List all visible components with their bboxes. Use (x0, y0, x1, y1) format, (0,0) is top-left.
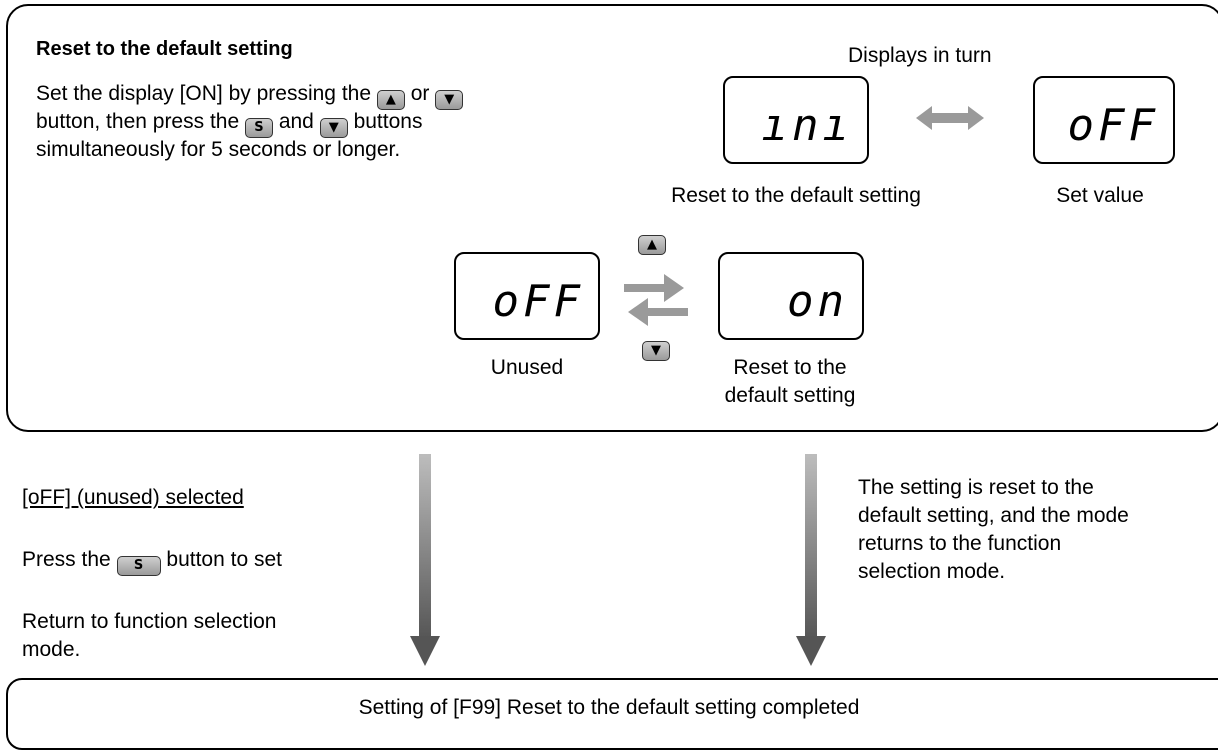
reset-result-line-3: returns to the function (858, 532, 1062, 555)
caption-unused: Unused (490, 356, 564, 379)
down-button-icon: ▼ (319, 118, 348, 138)
lcd-display-off: oFF (454, 252, 600, 340)
reset-result-line-2: default setting, and the mode (858, 504, 1129, 527)
set-button-icon: S (244, 118, 273, 138)
off-selected-heading: [oFF] (unused) selected (22, 486, 244, 509)
displays-in-turn-label: Displays in turn (848, 44, 992, 67)
lcd-display-on: on (718, 252, 864, 340)
lcd-display-off-top: oFF (1033, 76, 1175, 164)
press-tail-text: button to set (166, 548, 282, 571)
caption-reset-default: Reset to the default setting (671, 184, 921, 207)
down-button-icon: ▼ (435, 90, 464, 110)
lcd-text-off-top: oFF (1067, 100, 1159, 151)
double-arrow-icon (916, 106, 984, 130)
completion-box (6, 678, 1218, 750)
caption-set-value: Set value (1056, 184, 1144, 207)
press-text: Press the (22, 548, 111, 571)
down-button-icon: ▼ (642, 341, 670, 361)
lcd-text-off: oFF (492, 276, 584, 327)
instruction-line-1: Set the display [ON] by pressing the ▲ o… (36, 82, 464, 110)
completion-text: Setting of [F99] Reset to the default se… (358, 696, 860, 719)
instruction-or: or (410, 82, 430, 105)
panel-title: Reset to the default setting (36, 38, 293, 60)
press-set-line: Press the S button to set (22, 548, 282, 576)
instruction-text-1: Set the display [ON] by pressing the (36, 82, 372, 105)
return-line-1: Return to function selection (22, 610, 277, 633)
caption-reset-line-1: Reset to the (733, 356, 847, 379)
reset-result-line-4: selection mode. (858, 560, 1006, 583)
reset-panel (6, 4, 1218, 432)
right-flow-arrow (796, 454, 826, 666)
lcd-text-ini: ını (761, 100, 853, 151)
return-line-2: mode. (22, 638, 81, 661)
up-button-icon: ▲ (376, 90, 405, 110)
instruction-line-3: simultaneously for 5 seconds or longer. (36, 138, 401, 161)
instruction-text-2b: buttons (353, 110, 423, 133)
up-button-icon: ▲ (638, 235, 666, 255)
toggle-arrows-icon (624, 274, 688, 326)
instruction-text-2a: button, then press the (36, 110, 240, 133)
set-button-icon: S (116, 556, 161, 576)
caption-reset-line-2: default setting (724, 384, 856, 407)
left-flow-arrow (410, 454, 440, 666)
instruction-line-2: button, then press the S and ▼ buttons (36, 110, 422, 138)
instruction-and: and (278, 110, 314, 133)
reset-result-line-1: The setting is reset to the (858, 476, 1094, 499)
lcd-display-ini: ını (723, 76, 869, 164)
lcd-text-on: on (787, 276, 848, 327)
